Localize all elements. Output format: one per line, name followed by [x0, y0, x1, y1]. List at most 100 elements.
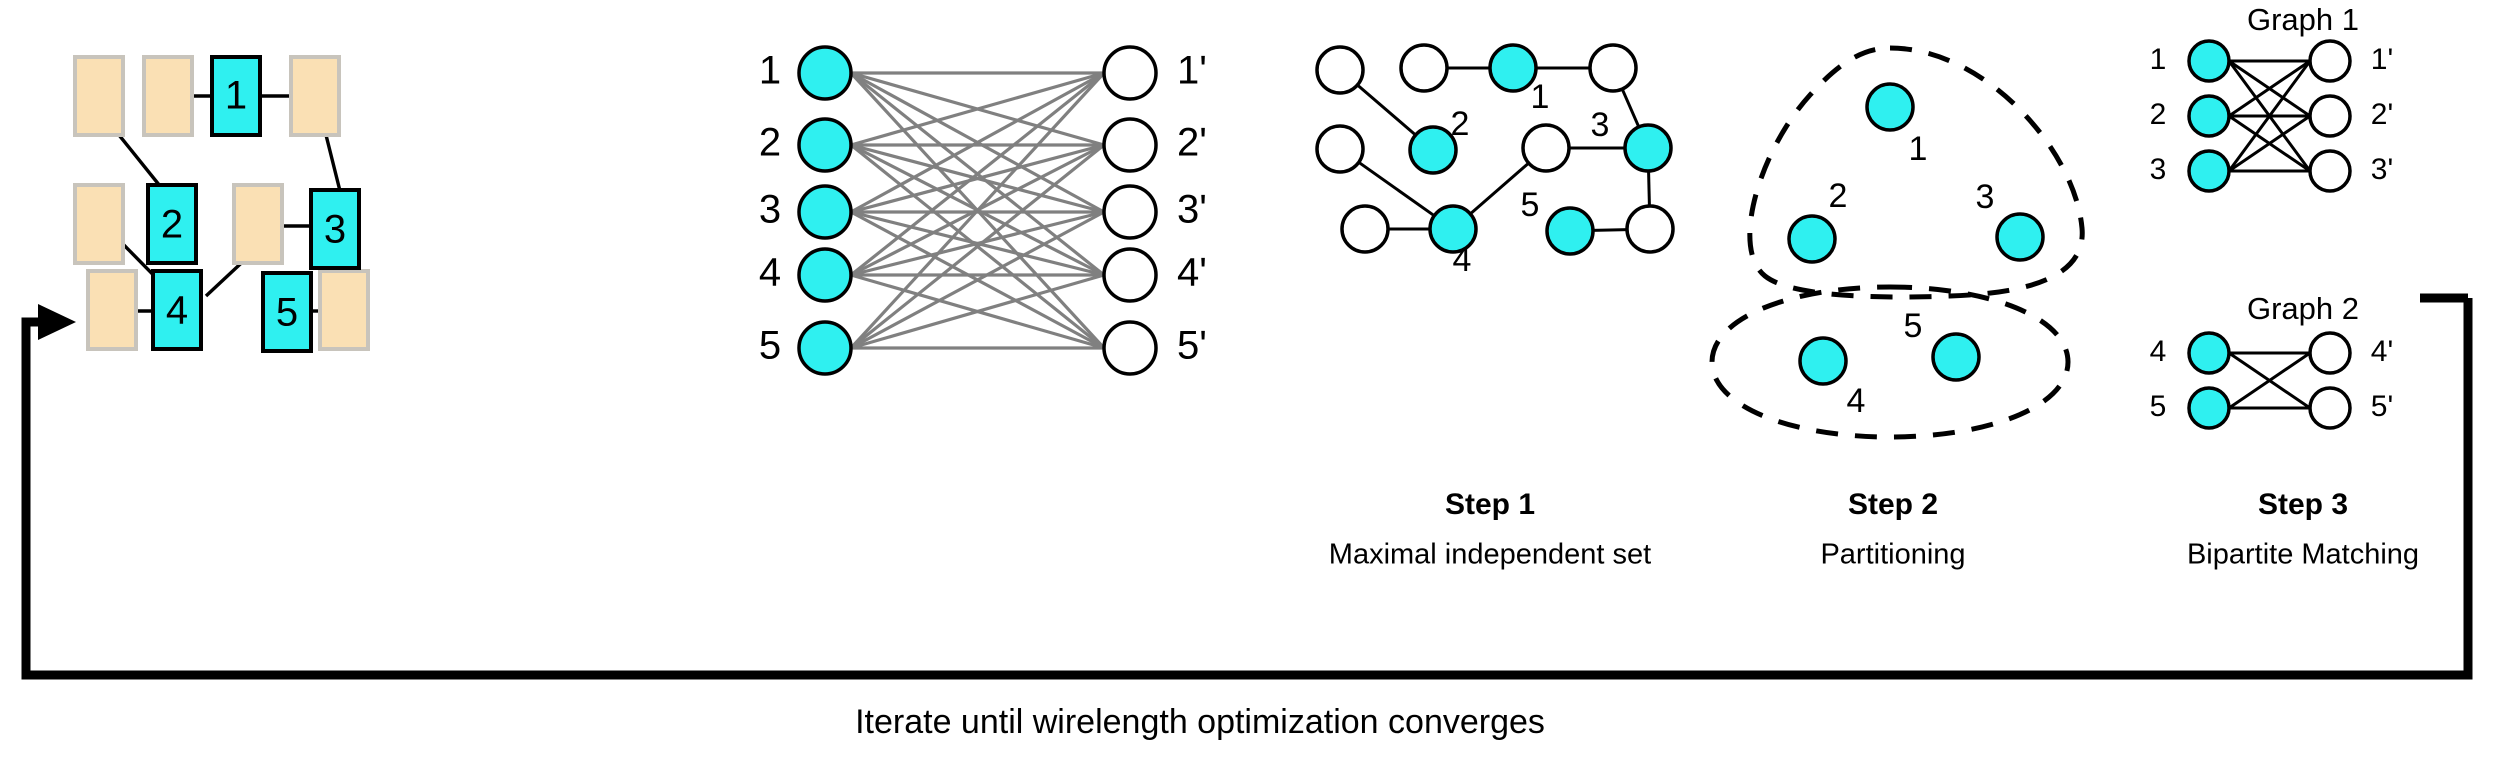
- bipartite-edge: [849, 143, 1106, 350]
- step1-node-label-3: 3: [1591, 106, 1610, 144]
- bipartite-right-label-3': 3': [1177, 188, 1207, 232]
- graph1-nodes[interactable]: [2187, 39, 2352, 193]
- graph1-edge: [2227, 60, 2312, 172]
- panel-captions: Graph 1 Graph 2 Step 1 Maximal independe…: [855, 2, 2419, 741]
- step2-node-label-5: 5: [1904, 307, 1923, 345]
- movable-cell-2[interactable]: 2: [146, 183, 198, 265]
- bipartite-right-node-1'[interactable]: [1102, 45, 1158, 101]
- graph1-right-node-3'[interactable]: [2308, 149, 2352, 193]
- bipartite-right-node-3'[interactable]: [1102, 184, 1158, 240]
- step1-label: Step 1: [1445, 488, 1535, 521]
- fixed-cell: [232, 183, 284, 265]
- movable-cell-4-label: 4: [166, 289, 188, 333]
- step1-node-4[interactable]: [1428, 204, 1478, 254]
- step3-caption: Bipartite Matching: [2187, 539, 2419, 571]
- step1-node[interactable]: [1399, 43, 1449, 93]
- step1-nodes[interactable]: [1315, 43, 1675, 256]
- step1-node[interactable]: [1588, 43, 1638, 93]
- bipartite-left-node-3[interactable]: [797, 184, 853, 240]
- bipartite-left-node-2[interactable]: [797, 117, 853, 173]
- graph2-right-node-4'[interactable]: [2308, 331, 2352, 375]
- graph1-left-node-3[interactable]: [2187, 149, 2231, 193]
- step1-node[interactable]: [1315, 45, 1365, 95]
- arrow-head-icon: [38, 304, 76, 340]
- step2-node-label-1: 1: [1909, 130, 1928, 168]
- graph1-right-node-1'[interactable]: [2308, 39, 2352, 83]
- bipartite-right-node-2'[interactable]: [1102, 117, 1158, 173]
- bipartite-right-label-2': 2': [1177, 121, 1207, 165]
- graph2-left-node-4[interactable]: [2187, 331, 2231, 375]
- movable-cell-1[interactable]: 1: [210, 55, 262, 137]
- bipartite-right-label-4': 4': [1177, 251, 1207, 295]
- graph2-nodes[interactable]: [2187, 331, 2352, 430]
- graph1-left-node-2[interactable]: [2187, 94, 2231, 138]
- bipartite-right-node-4'[interactable]: [1102, 247, 1158, 303]
- bipartite-edge: [850, 143, 1105, 214]
- step2-caption: Partitioning: [1820, 539, 1965, 571]
- bipartite-left-node-5[interactable]: [797, 320, 853, 376]
- step2-node-label-4: 4: [1847, 382, 1866, 420]
- bipartite-edge: [850, 71, 1105, 147]
- bipartite-left-label-4: 4: [759, 251, 781, 295]
- floorplan-movable-cells[interactable]: 1 2 3 4 5: [146, 55, 361, 353]
- step2-node-2[interactable]: [1787, 214, 1837, 264]
- step2-node-4[interactable]: [1798, 336, 1848, 386]
- bipartite-left-node-1[interactable]: [797, 45, 853, 101]
- feedback-loop: [21, 293, 2473, 680]
- bipartite-left-label-2: 2: [759, 121, 781, 165]
- bipartite-right-label-1': 1': [1177, 49, 1207, 93]
- graph1-edge: [2228, 114, 2311, 173]
- step1-node[interactable]: [1340, 204, 1390, 254]
- step2-node-1[interactable]: [1865, 82, 1915, 132]
- graph1-right-node-2'[interactable]: [2308, 94, 2352, 138]
- graph2-left-node-5[interactable]: [2187, 386, 2231, 430]
- step2-nodes[interactable]: [1787, 82, 2045, 386]
- bipartite-edge: [849, 71, 1106, 350]
- graph1-left-label-1: 1: [2150, 43, 2167, 76]
- graph1-left-label-3: 3: [2150, 153, 2167, 186]
- step2-label: Step 2: [1848, 488, 1938, 521]
- bipartite-edge: [850, 210, 1105, 350]
- step2-node-5[interactable]: [1931, 332, 1981, 382]
- bipartite-edge: [850, 273, 1105, 350]
- partition-boundary-top: [1747, 45, 2085, 300]
- step1-node-2[interactable]: [1408, 125, 1458, 175]
- movable-cell-3-label: 3: [324, 208, 346, 252]
- step3-label: Step 3: [2258, 488, 2348, 521]
- fixed-cell: [73, 55, 125, 137]
- step1-node-1[interactable]: [1488, 43, 1538, 93]
- movable-cell-2-label: 2: [161, 203, 183, 247]
- movable-cell-5-label: 5: [276, 291, 298, 335]
- fixed-cell: [289, 55, 341, 137]
- fixed-cell: [142, 55, 194, 137]
- bipartite-left-label-3: 3: [759, 188, 781, 232]
- bipartite-left-node-4[interactable]: [797, 247, 853, 303]
- step1-edge: [1647, 170, 1651, 207]
- step1-node[interactable]: [1625, 204, 1675, 254]
- step1-node-3[interactable]: [1623, 123, 1673, 173]
- bipartite-left-label-5: 5: [759, 324, 781, 368]
- step2-node-3[interactable]: [1995, 212, 2045, 262]
- bipartite-right-node-5'[interactable]: [1102, 320, 1158, 376]
- movable-cell-4[interactable]: 4: [151, 269, 203, 351]
- bipartite-nodes[interactable]: [797, 45, 1158, 376]
- partition-boundary-bottom: [1709, 284, 2071, 440]
- movable-cell-5[interactable]: 5: [261, 271, 313, 353]
- step1-node[interactable]: [1315, 124, 1365, 174]
- step1-node-5[interactable]: [1545, 206, 1595, 256]
- step1-node[interactable]: [1521, 123, 1571, 173]
- fixed-cell: [318, 269, 370, 351]
- graph1-left-node-1[interactable]: [2187, 39, 2231, 83]
- graph2-right-node-5'[interactable]: [2308, 386, 2352, 430]
- step1-caption: Maximal independent set: [1329, 539, 1651, 571]
- movable-cell-3[interactable]: 3: [309, 188, 361, 270]
- graph1-edges: [2227, 59, 2312, 173]
